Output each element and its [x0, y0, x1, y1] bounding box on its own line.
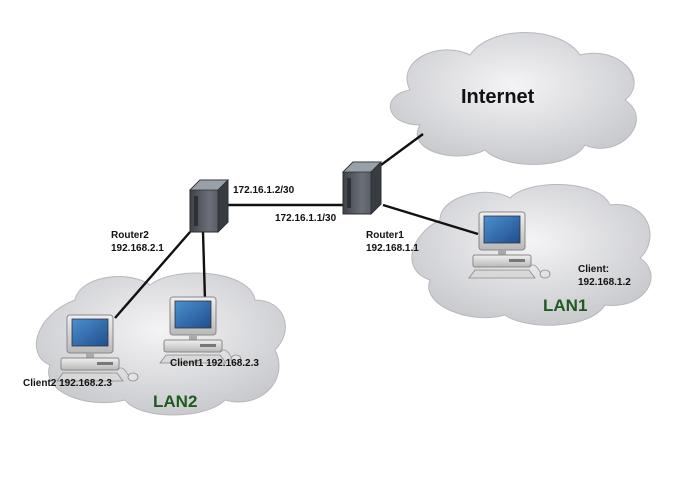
router1-ip: 192.168.1.1 [366, 243, 419, 254]
link-router1-client [382, 203, 479, 236]
router2-link-ip: 172.16.1.2/30 [233, 185, 295, 196]
link-router2-client1 [201, 231, 207, 301]
internet-label: Internet [461, 86, 535, 108]
router1-link-ip: 172.16.1.1/30 [275, 213, 337, 224]
lan1-label: LAN1 [543, 296, 588, 315]
client1-label: Client1 192.168.2.3 [170, 358, 259, 369]
router1-icon [342, 161, 382, 215]
lan1-client-ip: 192.168.1.2 [578, 277, 631, 288]
internet-cloud [389, 32, 637, 165]
router2-icon [189, 179, 229, 233]
lan1-client-name: Client: [578, 264, 610, 275]
link-router1-internet [376, 133, 424, 169]
router1-name: Router1 [366, 230, 404, 241]
network-links [114, 133, 479, 319]
link-router2-client2 [114, 231, 191, 319]
client2-label: Client2 192.168.2.3 [23, 378, 112, 389]
lan2-label: LAN2 [153, 392, 198, 411]
router2-name: Router2 [111, 230, 149, 241]
lan1-cloud [411, 184, 652, 326]
router2-ip: 192.168.2.1 [111, 243, 164, 254]
